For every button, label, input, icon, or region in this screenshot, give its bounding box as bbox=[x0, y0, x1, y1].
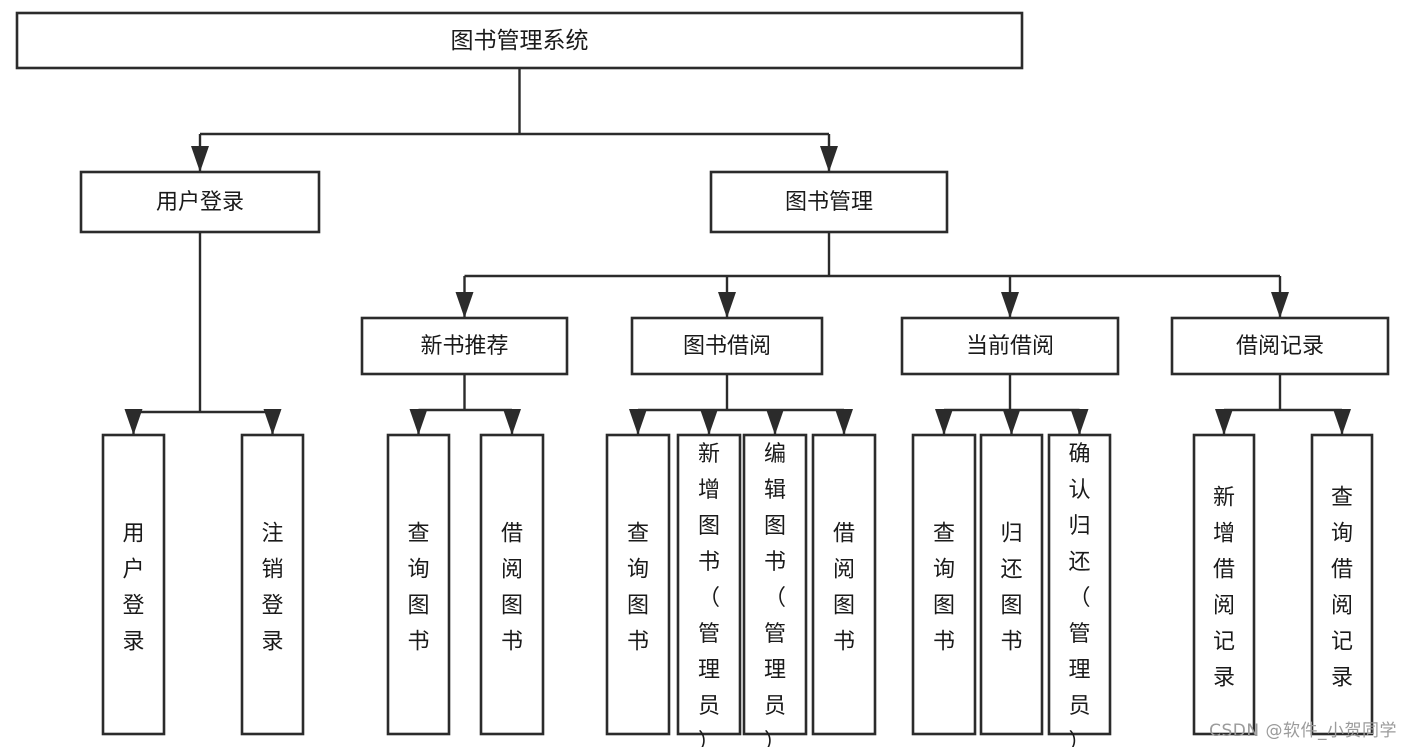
node-label-root: 图书管理系统 bbox=[451, 28, 589, 54]
book-borrow-leaf-arrow-1 bbox=[700, 409, 718, 435]
node-box-leaf-query-record[interactable] bbox=[1310, 433, 1374, 736]
book-manage-arrow-1 bbox=[718, 292, 736, 318]
root-arrow-1 bbox=[820, 146, 838, 172]
borrow-record-leaf-arrow-0 bbox=[1215, 409, 1233, 435]
borrow-record-leaf-arrow-1 bbox=[1333, 409, 1351, 435]
node-label-leaf-user-login: 用户登录 bbox=[122, 522, 144, 655]
node-box-current-borrow[interactable] bbox=[900, 316, 1120, 376]
node-label-leaf-query-book-2: 查询图书 bbox=[627, 522, 649, 655]
book-borrow-leaf-arrow-2 bbox=[766, 409, 784, 435]
node-label-leaf-confirm-return: 确认归还（管理员） bbox=[1068, 442, 1090, 747]
node-box-leaf-query-book-3[interactable] bbox=[911, 433, 977, 736]
node-label-leaf-borrow-book-2: 借阅图书 bbox=[833, 522, 855, 655]
node-layer: 图书管理系统用户登录图书管理新书推荐图书借阅当前借阅借阅记录用户登录注销登录查询… bbox=[15, 11, 1390, 747]
node-box-leaf-confirm-return[interactable] bbox=[1047, 433, 1112, 736]
node-box-leaf-query-book-1[interactable] bbox=[386, 433, 451, 736]
node-box-leaf-query-book-2[interactable] bbox=[605, 433, 671, 736]
node-box-borrow-record[interactable] bbox=[1170, 316, 1390, 376]
user-login-leaf-arrow-1 bbox=[263, 409, 282, 435]
node-label-leaf-logout: 注销登录 bbox=[261, 522, 283, 655]
new-book-recommend-leaf-arrow-0 bbox=[409, 409, 428, 435]
node-label-leaf-edit-book: 编辑图书（管理员） bbox=[764, 442, 786, 747]
node-label-current-borrow: 当前借阅 bbox=[966, 334, 1054, 359]
node-box-leaf-borrow-book-1[interactable] bbox=[479, 433, 545, 736]
node-box-new-book-recommend[interactable] bbox=[360, 316, 569, 376]
node-label-leaf-add-record: 新增借阅记录 bbox=[1213, 486, 1235, 691]
book-manage-arrow-0 bbox=[455, 292, 474, 318]
current-borrow-leaf-arrow-1 bbox=[1002, 409, 1021, 435]
connector-layer bbox=[124, 68, 1351, 435]
book-borrow-leaf-arrow-3 bbox=[835, 409, 853, 435]
node-label-new-book-recommend: 新书推荐 bbox=[420, 334, 508, 359]
node-box-leaf-user-login[interactable] bbox=[101, 433, 166, 736]
node-label-leaf-query-record: 查询借阅记录 bbox=[1331, 486, 1353, 691]
node-box-leaf-logout[interactable] bbox=[240, 433, 305, 736]
new-book-recommend-leaf-arrow-1 bbox=[503, 409, 521, 435]
node-box-leaf-add-record[interactable] bbox=[1192, 433, 1256, 736]
node-label-leaf-return-book: 归还图书 bbox=[1000, 522, 1022, 655]
current-borrow-leaf-arrow-2 bbox=[1070, 409, 1089, 435]
node-label-leaf-query-book-1: 查询图书 bbox=[407, 522, 429, 655]
book-manage-arrow-2 bbox=[1001, 292, 1019, 318]
node-box-book-manage[interactable] bbox=[709, 170, 949, 234]
node-box-leaf-add-book[interactable] bbox=[676, 433, 742, 736]
node-box-user-login[interactable] bbox=[79, 170, 321, 234]
node-label-leaf-borrow-book-1: 借阅图书 bbox=[501, 522, 523, 655]
node-box-leaf-borrow-book-2[interactable] bbox=[811, 433, 877, 736]
node-label-book-manage: 图书管理 bbox=[785, 190, 873, 215]
root-arrow-0 bbox=[191, 146, 209, 172]
book-borrow-leaf-arrow-0 bbox=[629, 409, 647, 435]
node-label-leaf-query-book-3: 查询图书 bbox=[933, 522, 955, 655]
node-label-book-borrow: 图书借阅 bbox=[683, 334, 771, 359]
node-box-root[interactable] bbox=[15, 11, 1024, 70]
node-box-leaf-return-book[interactable] bbox=[979, 433, 1044, 736]
node-label-leaf-add-book: 新增图书（管理员） bbox=[698, 442, 720, 747]
node-box-leaf-edit-book[interactable] bbox=[742, 433, 808, 736]
node-label-borrow-record: 借阅记录 bbox=[1236, 334, 1324, 359]
node-box-book-borrow[interactable] bbox=[630, 316, 824, 376]
current-borrow-leaf-arrow-0 bbox=[935, 409, 953, 435]
node-label-user-login: 用户登录 bbox=[156, 190, 244, 215]
user-login-leaf-arrow-0 bbox=[124, 409, 143, 435]
book-manage-arrow-3 bbox=[1271, 292, 1289, 318]
